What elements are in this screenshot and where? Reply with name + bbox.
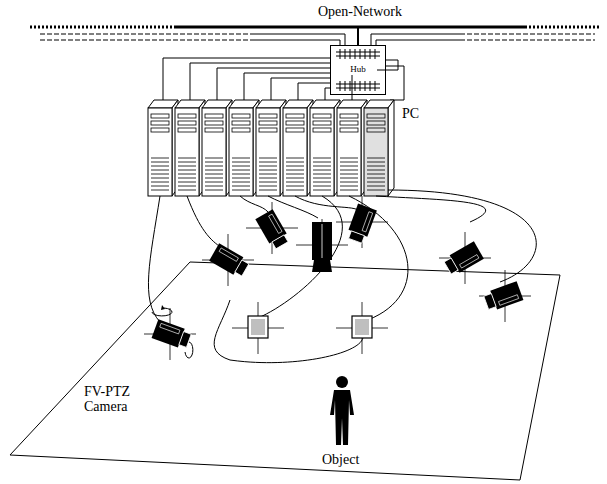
network-label: Open-Network bbox=[318, 4, 402, 19]
camera-label: FV-PTZ Camera bbox=[84, 384, 142, 415]
hub-text: Hub bbox=[339, 65, 377, 75]
person-figure bbox=[330, 376, 354, 445]
pc-towers bbox=[148, 100, 394, 196]
hub-box: Hub bbox=[330, 45, 386, 95]
pc-label: PC bbox=[402, 106, 419, 121]
hub-ports bbox=[336, 49, 380, 91]
floor-plane bbox=[10, 262, 560, 480]
camera-cables bbox=[148, 190, 536, 363]
network-lines bbox=[30, 27, 600, 45]
cameras bbox=[144, 196, 531, 360]
hub-wires bbox=[163, 58, 404, 100]
object-label: Object bbox=[322, 452, 359, 467]
